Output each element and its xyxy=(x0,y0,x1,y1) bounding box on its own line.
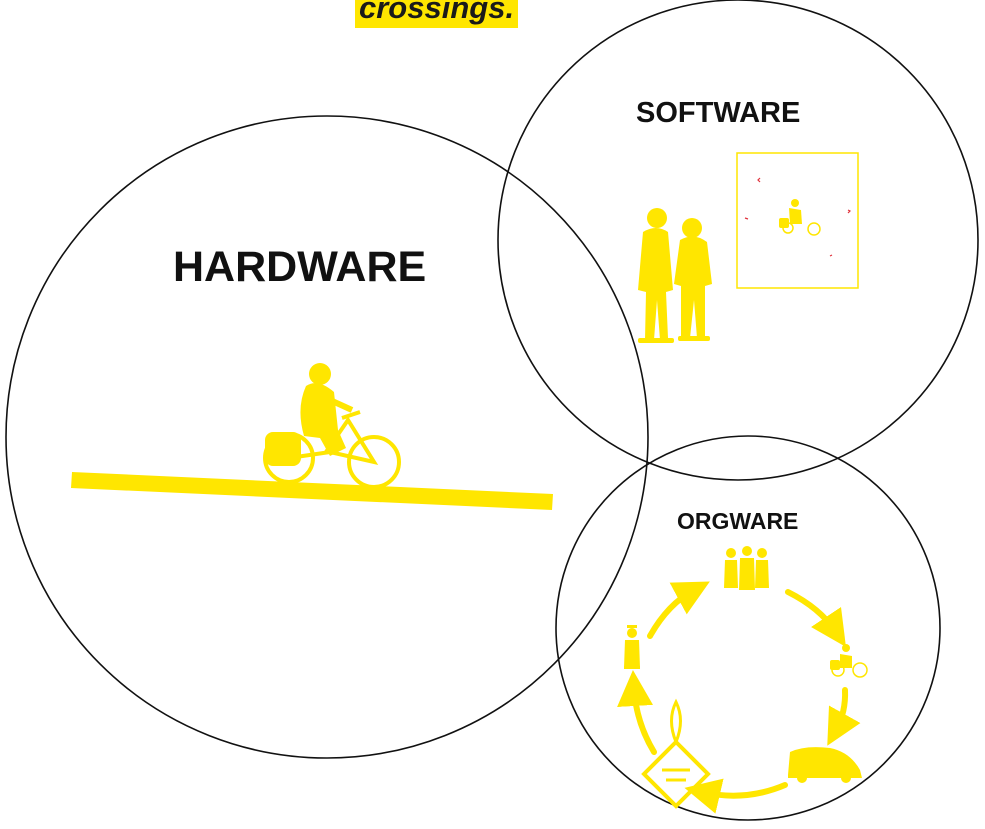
caption-highlight: crossings. xyxy=(355,0,519,28)
hardware-circle xyxy=(5,115,649,759)
police-officer-icon xyxy=(624,625,640,669)
cyclist-icon xyxy=(830,644,868,678)
cycle-arrows xyxy=(617,581,861,814)
cyclist-on-slope-icon xyxy=(71,363,553,510)
software-label: SOFTWARE xyxy=(636,97,801,129)
software-circle xyxy=(497,0,979,481)
screen-with-cyclist-icon xyxy=(736,152,859,289)
orgware-label: ORGWARE xyxy=(677,508,799,534)
pedestrians-icon xyxy=(638,208,712,343)
hardware-label: HARDWARE xyxy=(173,243,427,291)
traffic-sign-icon xyxy=(641,698,711,809)
car-icon xyxy=(788,747,862,783)
group-of-people-icon xyxy=(724,546,769,590)
orgware-circle xyxy=(555,435,941,821)
